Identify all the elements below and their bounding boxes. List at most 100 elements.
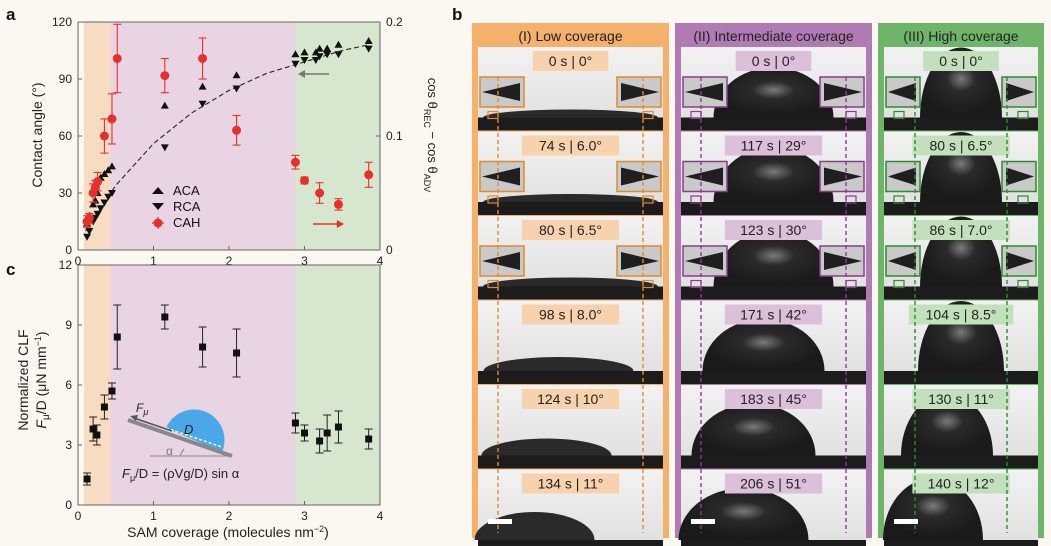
rca-point bbox=[100, 199, 109, 207]
legend-aca-label: ACA bbox=[173, 183, 200, 198]
rca-point bbox=[232, 85, 241, 93]
time-angle-label: 104 s | 8.5° bbox=[926, 307, 997, 323]
substrate bbox=[681, 455, 866, 469]
zoom-inset-contact bbox=[888, 83, 916, 101]
y-tick-label: 9 bbox=[65, 318, 72, 332]
cah-point bbox=[300, 175, 309, 185]
aca-point bbox=[300, 48, 309, 56]
clf-point bbox=[233, 349, 241, 357]
time-angle-label-bg bbox=[908, 304, 1014, 325]
aca-point bbox=[232, 71, 241, 79]
time-angle-label-bg bbox=[912, 220, 1010, 240]
zoom-inset-contact bbox=[621, 252, 659, 270]
fit-curve-line bbox=[85, 44, 369, 232]
rca-point bbox=[300, 57, 309, 64]
time-angle-label-bg bbox=[724, 473, 823, 494]
aca-point bbox=[364, 37, 373, 44]
rca-point bbox=[198, 100, 207, 108]
panel-a-bands bbox=[84, 22, 380, 250]
inset-tilted-surface bbox=[127, 418, 233, 458]
substrate bbox=[884, 540, 1038, 546]
clf-point bbox=[301, 429, 308, 437]
substrate bbox=[478, 540, 663, 546]
clf-point bbox=[316, 437, 324, 445]
zoom-inset-contact bbox=[824, 167, 862, 186]
time-angle-label-bg bbox=[912, 389, 1010, 409]
rca-point bbox=[364, 45, 373, 53]
y-tick-label: 3 bbox=[65, 438, 72, 452]
panel-a-ylabel: Contact angle (°) bbox=[29, 82, 45, 187]
zoom-source-box bbox=[893, 195, 905, 204]
time-angle-label: 206 s | 51° bbox=[740, 476, 807, 492]
zoom-inset-contact bbox=[888, 167, 916, 186]
cah-point bbox=[160, 71, 170, 81]
cah-point bbox=[315, 188, 325, 198]
legend-aca-marker bbox=[152, 187, 164, 194]
zoom-source-box bbox=[1017, 279, 1029, 289]
zoom-inset-contact bbox=[482, 167, 520, 186]
cah-point bbox=[333, 199, 343, 209]
time-angle-label-bg bbox=[521, 389, 620, 409]
zoom-inset-contact bbox=[621, 167, 659, 186]
time-angle-label-bg bbox=[912, 135, 1010, 156]
clf-point bbox=[334, 423, 342, 431]
time-angle-label: 98 s | 8.0° bbox=[539, 307, 602, 323]
droplet bbox=[678, 488, 809, 540]
cah-point bbox=[93, 177, 103, 187]
zoom-source-box bbox=[893, 110, 905, 120]
panel-a-letter: a bbox=[6, 5, 16, 24]
panel-c-bands bbox=[84, 265, 380, 505]
time-angle-label: 183 s | 45° bbox=[740, 391, 807, 407]
panel-b-letter: b bbox=[452, 5, 462, 24]
x-tick-label: 0 bbox=[75, 254, 82, 268]
left-axis-arrow bbox=[298, 70, 329, 78]
inset-alpha-label: α bbox=[166, 444, 173, 458]
y-tick-label: 60 bbox=[59, 129, 73, 143]
scale-bar bbox=[488, 519, 512, 524]
clf-point bbox=[161, 313, 169, 321]
y2-tick-label: 0 bbox=[386, 243, 393, 257]
rca-point bbox=[323, 51, 332, 59]
rca-point bbox=[96, 205, 105, 213]
droplet bbox=[483, 109, 658, 118]
panel-a-y2label: cos θREC − cos θADV bbox=[422, 78, 440, 193]
time-angle-label-bg bbox=[532, 51, 609, 71]
substrate bbox=[681, 117, 866, 131]
droplet bbox=[483, 357, 634, 371]
substrate bbox=[681, 202, 866, 215]
aca-point bbox=[291, 50, 300, 58]
panel-c-letter: c bbox=[6, 260, 15, 279]
droplet bbox=[713, 67, 834, 118]
droplet bbox=[483, 277, 658, 287]
droplet bbox=[483, 194, 658, 202]
y2-tick-label: 0.2 bbox=[386, 15, 403, 29]
y-tick-label: 12 bbox=[59, 258, 73, 272]
x-tick-label: 0 bbox=[75, 509, 82, 523]
clf-point bbox=[93, 431, 101, 439]
substrate bbox=[884, 117, 1038, 131]
coverage-band bbox=[110, 265, 296, 505]
legend-cah-marker bbox=[153, 218, 163, 228]
droplet bbox=[691, 403, 816, 456]
substrate bbox=[478, 371, 663, 384]
clf-point bbox=[199, 343, 207, 351]
clf-point bbox=[365, 435, 373, 443]
column-title: (I) Low coverage bbox=[518, 28, 622, 44]
substrate bbox=[478, 117, 663, 131]
zoom-inset-contact bbox=[824, 252, 862, 270]
y2-tick-label: 0.1 bbox=[386, 129, 403, 143]
substrate bbox=[884, 371, 1038, 384]
droplet bbox=[713, 146, 834, 202]
time-angle-label-bg bbox=[521, 473, 620, 494]
zoom-inset-contact bbox=[1006, 83, 1034, 101]
time-angle-label: 124 s | 10° bbox=[537, 391, 604, 407]
inset-equation: Fμ/D = (ρVg/D) sin α bbox=[122, 466, 240, 483]
zoom-inset-contact bbox=[685, 83, 723, 101]
rca-point bbox=[104, 193, 113, 201]
panel-c-marks bbox=[83, 304, 373, 486]
